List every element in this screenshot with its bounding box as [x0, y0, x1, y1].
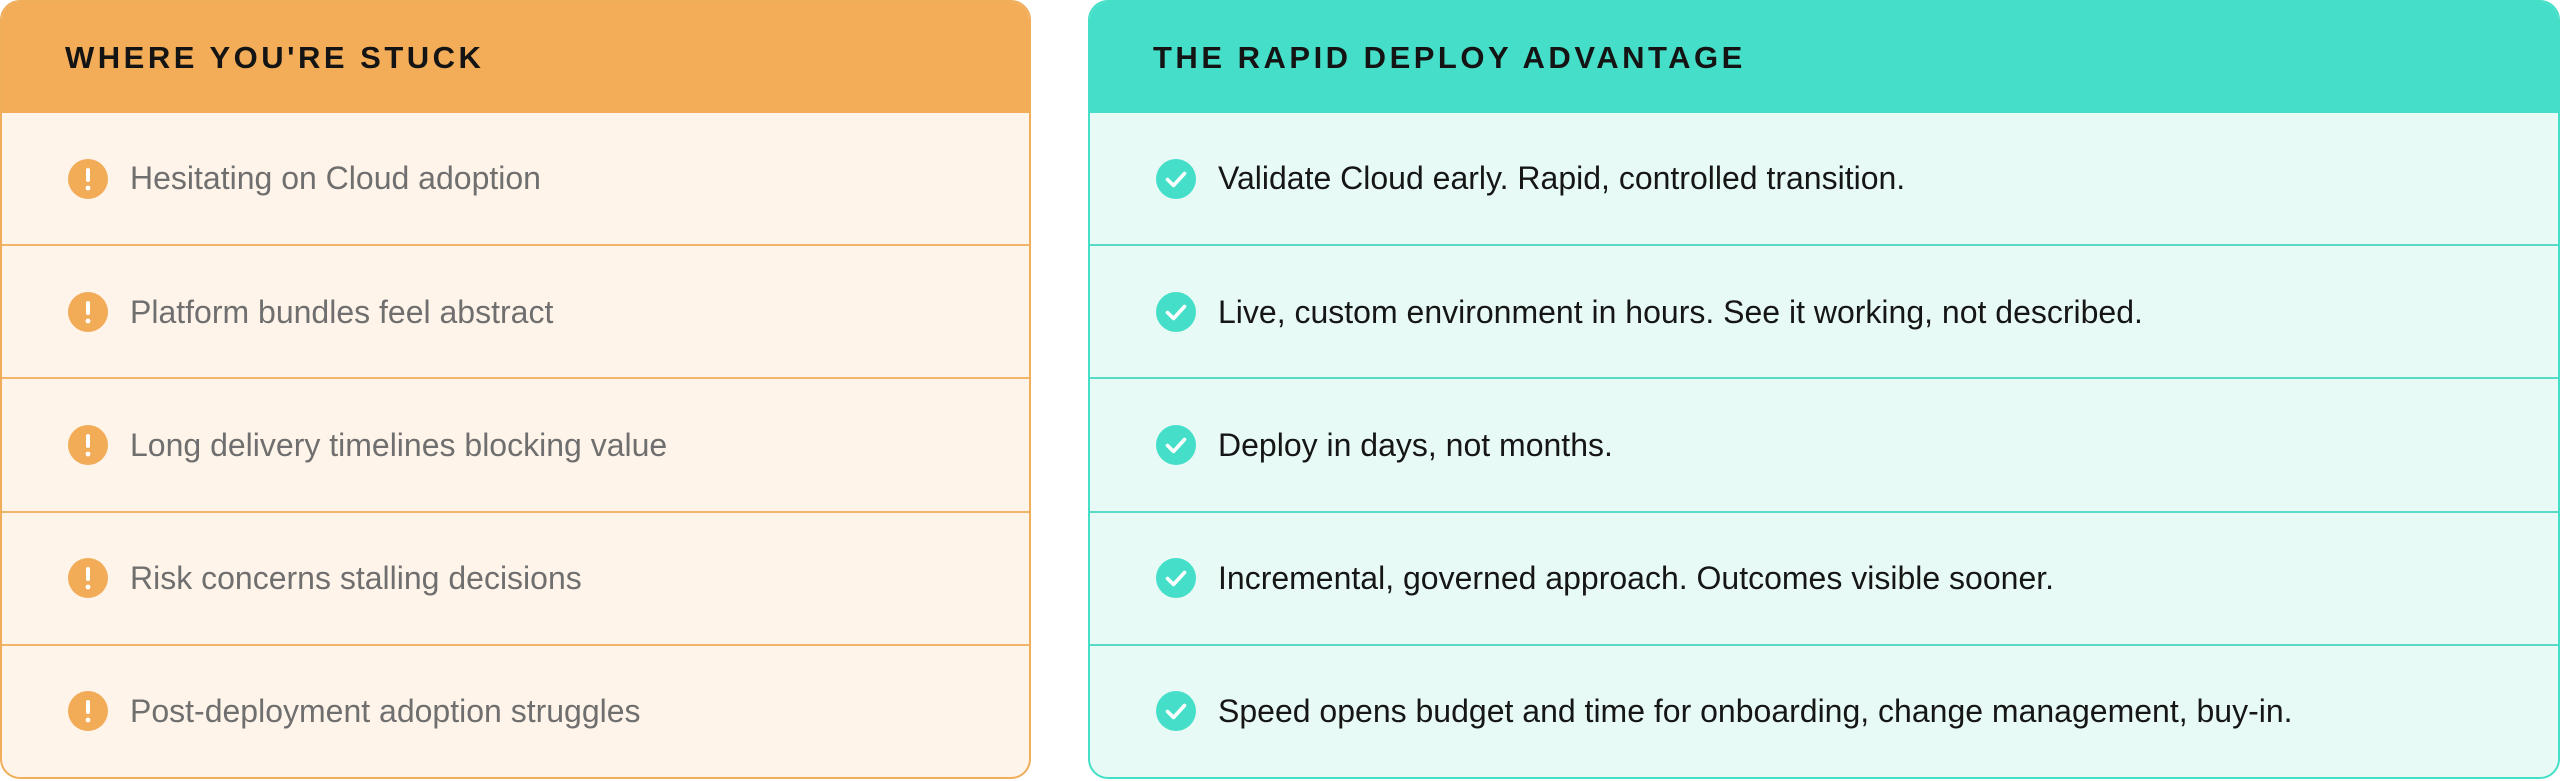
check-circle-icon [1156, 291, 1196, 332]
stuck-card-title: WHERE YOU'RE STUCK [2, 2, 1029, 113]
advantage-list-item: Live, custom environment in hours. See i… [1090, 244, 2558, 377]
stuck-list-item: Risk concerns stalling decisions [2, 510, 1029, 644]
exclamation-circle-icon [68, 425, 108, 465]
advantage-item-label: Validate Cloud early. Rapid, controlled … [1218, 160, 1906, 197]
advantage-item-label: Speed opens budget and time for onboardi… [1218, 693, 2293, 730]
check-circle-icon [1156, 425, 1196, 465]
advantage-list: Validate Cloud early. Rapid, controlled … [1090, 113, 2558, 777]
exclamation-circle-icon [68, 691, 108, 732]
advantage-card: THE RAPID DEPLOY ADVANTAGE Validate Clou… [1088, 0, 2560, 779]
stuck-item-label: Risk concerns stalling decisions [130, 560, 582, 597]
stuck-card: WHERE YOU'RE STUCK Hesitating on Cloud a… [0, 0, 1031, 779]
stuck-item-label: Hesitating on Cloud adoption [130, 160, 541, 197]
advantage-card-title: THE RAPID DEPLOY ADVANTAGE [1090, 2, 2558, 113]
stuck-list: Hesitating on Cloud adoption Platform bu… [2, 113, 1029, 777]
advantage-list-item: Validate Cloud early. Rapid, controlled … [1090, 113, 2558, 244]
check-circle-icon [1156, 558, 1196, 599]
advantage-list-item: Deploy in days, not months. [1090, 377, 2558, 510]
advantage-item-label: Incremental, governed approach. Outcomes… [1218, 560, 2055, 597]
exclamation-circle-icon [68, 291, 108, 332]
check-circle-icon [1156, 158, 1196, 199]
advantage-item-label: Deploy in days, not months. [1218, 426, 1613, 463]
stuck-list-item: Long delivery timelines blocking value [2, 377, 1029, 510]
advantage-item-label: Live, custom environment in hours. See i… [1218, 293, 2143, 330]
stuck-item-label: Long delivery timelines blocking value [130, 426, 668, 463]
advantage-list-item: Incremental, governed approach. Outcomes… [1090, 510, 2558, 644]
exclamation-circle-icon [68, 158, 108, 199]
stuck-list-item: Hesitating on Cloud adoption [2, 113, 1029, 244]
advantage-list-item: Speed opens budget and time for onboardi… [1090, 643, 2558, 777]
stuck-list-item: Platform bundles feel abstract [2, 244, 1029, 377]
check-circle-icon [1156, 691, 1196, 732]
stuck-list-item: Post-deployment adoption struggles [2, 643, 1029, 777]
exclamation-circle-icon [68, 558, 108, 599]
stuck-item-label: Platform bundles feel abstract [130, 293, 554, 330]
stuck-item-label: Post-deployment adoption struggles [130, 693, 641, 730]
